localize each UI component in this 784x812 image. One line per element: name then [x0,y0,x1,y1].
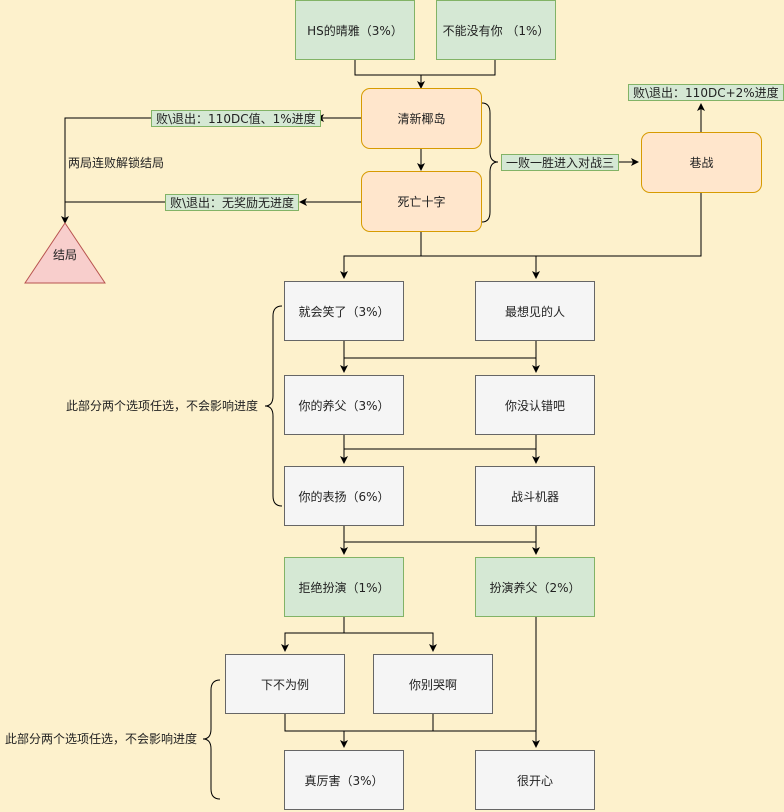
node-henkaixin-label: 很开心 [516,773,553,788]
label-yibai: 一败一胜进入对战三 [501,154,620,171]
label-exit3: 败\退出：110DC+2%进度 [628,84,784,101]
node-zhenlihai[interactable]: 真厉害（3%） [284,750,404,810]
label-exit3-text: 败\退出：110DC+2%进度 [633,86,779,100]
node-zhandou-label: 战斗机器 [510,489,559,504]
edge-bunengmeiyouni-merge [421,60,496,76]
edge-siwang-to-jiuhui [340,232,422,279]
note-optional-2-text: 此部分两个选项任选，不会影响进度 [5,732,198,746]
edge-row3-to-jujue [344,526,536,554]
label-exit1-text: 败\退出：110DC值、1%进度 [156,112,316,126]
note-optional-1-text: 此部分两个选项任选，不会影响进度 [66,399,259,413]
node-siwang[interactable]: 死亡十字 [361,171,482,232]
node-xiangzhan-label: 巷战 [689,156,714,170]
node-henkaixin[interactable]: 很开心 [475,750,595,810]
node-yangfu[interactable]: 你的养父（3%） [284,375,404,435]
label-lianbai-text: 两局连败解锁结局 [68,156,165,170]
jieju-triangle [24,222,106,284]
node-bunengmeiyouni-label: 不能没有你 （1%） [442,23,550,38]
node-jieju[interactable]: 结局 [40,244,90,264]
node-meirencuo[interactable]: 你没认错吧 [475,375,595,435]
brace-right [481,102,499,223]
note-optional-2: 此部分两个选项任选，不会影响进度 [5,730,197,747]
node-qingxin[interactable]: 清新椰岛 [361,88,482,149]
node-zhandou[interactable]: 战斗机器 [475,466,595,526]
node-qingxin-label: 清新椰岛 [397,112,446,126]
node-jujue-label: 拒绝扮演（1%） [298,580,390,595]
node-siwang-label: 死亡十字 [397,195,446,209]
node-zhenlihai-label: 真厉害（3%） [304,773,384,788]
node-xiabu[interactable]: 下不为例 [225,654,345,714]
label-yibai-text: 一败一胜进入对战三 [506,156,615,170]
node-jiuhui-label: 就会笑了（3%） [298,304,390,319]
edge-jujue-to-biekule [344,632,437,652]
edge-jujue-to-xiabu [281,617,345,652]
node-hs[interactable]: HS的晴雅（3%） [295,0,415,60]
edge-row1-to-yangfu [344,341,536,372]
edge-row2-to-biaoyang [344,435,536,463]
edge-to-zhenlihai [284,714,536,747]
note-optional-1: 此部分两个选项任选，不会影响进度 [66,397,258,414]
node-yangfu-label: 你的养父（3%） [298,398,390,413]
node-biaoyang[interactable]: 你的表扬（6%） [284,466,404,526]
node-xiangzhan[interactable]: 巷战 [641,132,762,193]
node-hs-label: HS的晴雅（3%） [307,23,403,38]
node-biekule[interactable]: 你别哭啊 [373,654,493,714]
node-biaoyang-label: 你的表扬（6%） [298,489,390,504]
edge-xiangzhan-merge [536,193,702,257]
node-zuixiang-label: 最想见的人 [504,304,565,319]
node-jiuhui[interactable]: 就会笑了（3%） [284,281,404,341]
label-exit2: 败\退出：无奖励无进度 [165,194,300,211]
node-biekule-label: 你别哭啊 [408,677,457,692]
node-banyan-label: 扮演养父（2%） [489,580,581,595]
brace-left-2 [202,679,221,800]
node-zuixiang[interactable]: 最想见的人 [475,281,595,341]
node-xiabu-label: 下不为例 [260,677,309,692]
label-exit1: 败\退出：110DC值、1%进度 [151,110,321,127]
brace-left-1 [264,305,283,507]
edge-hs-to-qingxin [354,60,425,89]
node-bunengmeiyouni[interactable]: 不能没有你 （1%） [436,0,556,60]
label-exit2-text: 败\退出：无奖励无进度 [170,196,295,210]
node-meirencuo-label: 你没认错吧 [504,398,565,413]
edge-exit1-to-jieju [61,117,151,224]
node-banyan[interactable]: 扮演养父（2%） [475,557,595,617]
label-lianbai: 两局连败解锁结局 [68,154,164,171]
node-jujue[interactable]: 拒绝扮演（1%） [284,557,404,617]
node-jieju-label: 结局 [52,247,77,262]
edge-to-zuixiang [421,255,540,279]
